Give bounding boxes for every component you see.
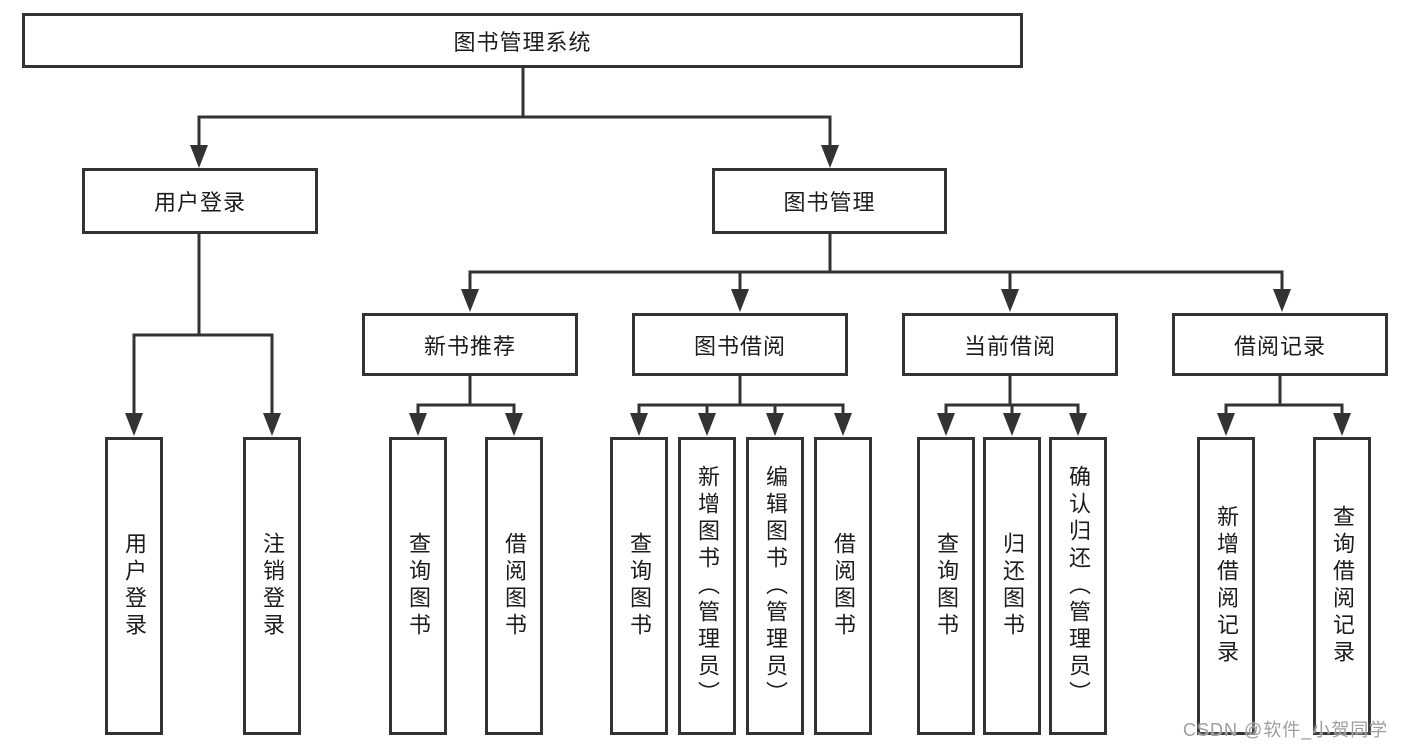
leaf-edit-books-admin-label: 编辑图书（管理员） <box>763 464 788 708</box>
leaf-borrow-books-2: 借阅图书 <box>814 437 872 735</box>
leaf-logout-login-label: 注销登录 <box>260 532 285 640</box>
node-book-management-label: 图书管理 <box>783 190 876 215</box>
leaf-query-borrow-record: 查询借阅记录 <box>1313 437 1371 735</box>
leaf-query-books-1-label: 查询图书 <box>406 532 431 640</box>
node-borrow-records-label: 借阅记录 <box>1233 333 1326 359</box>
leaf-query-books-3-label: 查询图书 <box>934 532 959 640</box>
node-root: 图书管理系统 <box>22 13 1023 68</box>
leaf-query-books-2-label: 查询图书 <box>627 532 652 640</box>
node-current-borrow-label: 当前借阅 <box>963 333 1056 359</box>
node-new-book-recommend-label: 新书推荐 <box>423 333 516 359</box>
leaf-edit-books-admin: 编辑图书（管理员） <box>746 437 804 735</box>
node-book-borrow: 图书借阅 <box>632 313 848 376</box>
leaf-query-books-1: 查询图书 <box>389 437 447 735</box>
watermark: CSDN @软件_小贺同学 <box>1183 720 1389 740</box>
leaf-add-borrow-record: 新增借阅记录 <box>1197 437 1255 735</box>
node-current-borrow: 当前借阅 <box>902 313 1118 376</box>
leaf-borrow-books-1: 借阅图书 <box>485 437 543 735</box>
node-new-book-recommend: 新书推荐 <box>362 313 578 376</box>
leaf-logout-login: 注销登录 <box>243 437 301 735</box>
leaf-confirm-return-admin-label: 确认归还（管理员） <box>1066 464 1091 708</box>
leaf-return-books-label: 归还图书 <box>1000 532 1025 640</box>
node-book-management: 图书管理 <box>712 168 947 234</box>
node-user-login: 用户登录 <box>82 168 318 234</box>
leaf-query-books-3: 查询图书 <box>917 437 975 735</box>
leaf-add-books-admin-label: 新增图书（管理员） <box>695 464 720 708</box>
leaf-add-books-admin: 新增图书（管理员） <box>678 437 736 735</box>
leaf-return-books: 归还图书 <box>983 437 1041 735</box>
leaf-query-borrow-record-label: 查询借阅记录 <box>1330 505 1355 667</box>
node-borrow-records: 借阅记录 <box>1172 313 1388 376</box>
node-book-borrow-label: 图书借阅 <box>693 333 786 359</box>
node-user-login-label: 用户登录 <box>153 190 246 215</box>
leaf-user-login: 用户登录 <box>105 437 163 735</box>
leaf-add-borrow-record-label: 新增借阅记录 <box>1214 505 1239 667</box>
node-root-label: 图书管理系统 <box>453 29 592 55</box>
leaf-borrow-books-2-label: 借阅图书 <box>831 532 856 640</box>
leaf-query-books-2: 查询图书 <box>610 437 668 735</box>
leaf-user-login-label: 用户登录 <box>122 532 147 640</box>
leaf-borrow-books-1-label: 借阅图书 <box>502 532 527 640</box>
leaf-confirm-return-admin: 确认归还（管理员） <box>1049 437 1107 735</box>
